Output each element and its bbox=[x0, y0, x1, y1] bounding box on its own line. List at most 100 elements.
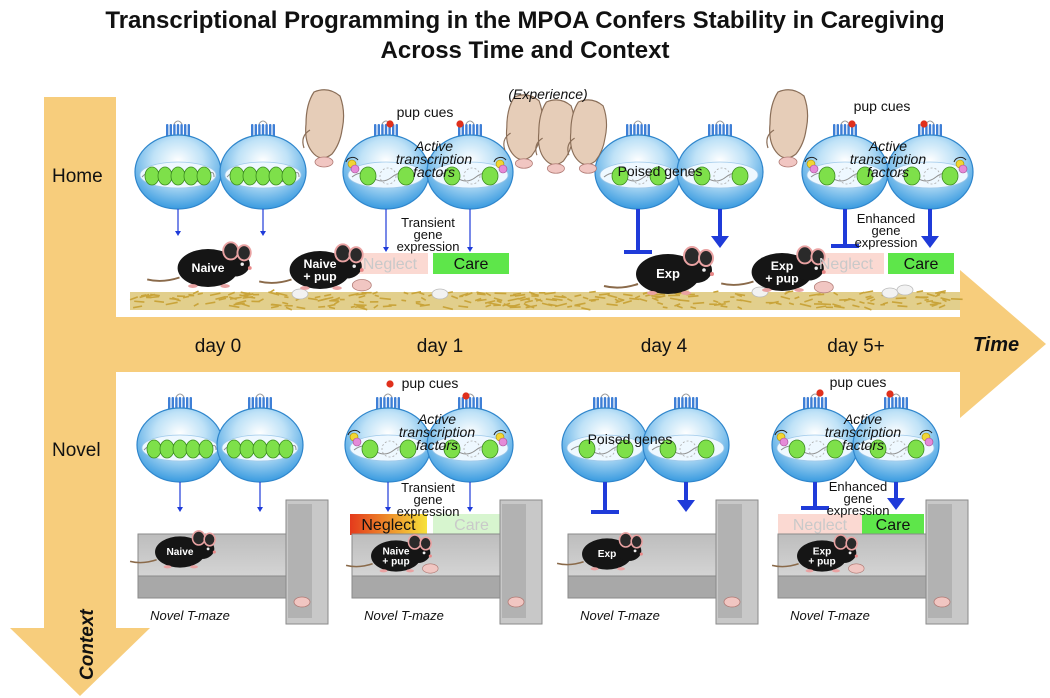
bedding-straw bbox=[588, 298, 600, 302]
neuron-cell bbox=[344, 393, 432, 483]
pup-cues-label: pup cues bbox=[854, 98, 911, 114]
active-tf-label: Active bbox=[417, 411, 456, 427]
bedding-straw bbox=[334, 300, 340, 305]
t-maze-label: Novel T-maze bbox=[580, 608, 660, 623]
bedding-straw bbox=[296, 306, 306, 310]
neuron-cell bbox=[219, 120, 307, 210]
bedding-straw bbox=[833, 291, 839, 296]
bedding-straw bbox=[607, 294, 618, 299]
bedding-straw bbox=[373, 304, 379, 309]
context-axis-label: Context bbox=[77, 609, 98, 680]
bedding-straw bbox=[688, 294, 699, 298]
transcription-factor-icon bbox=[804, 156, 819, 174]
pup-cue-icon bbox=[456, 120, 464, 128]
neuron-cell bbox=[134, 120, 222, 210]
bedding-straw bbox=[566, 298, 573, 302]
poised-genes-label: Poised genes bbox=[588, 431, 673, 447]
t-maze-label: Novel T-maze bbox=[364, 608, 444, 623]
bedding-straw bbox=[622, 299, 632, 305]
nesting-cotton bbox=[291, 288, 309, 300]
bedding-straw bbox=[282, 301, 289, 305]
activation-arrow bbox=[383, 209, 389, 252]
pup-icon bbox=[293, 596, 311, 608]
neuron-cell bbox=[801, 120, 889, 210]
day-label-1: day 1 bbox=[417, 336, 463, 357]
bedding-straw bbox=[567, 305, 573, 308]
transient-label: expression bbox=[397, 504, 460, 519]
transient-label: expression bbox=[397, 239, 460, 254]
bedding-straw bbox=[737, 306, 743, 310]
activation-arrow bbox=[921, 209, 939, 248]
chromatin-nucleosomes bbox=[435, 166, 499, 186]
activation-arrow bbox=[260, 209, 266, 236]
care-behavior-box bbox=[433, 253, 509, 274]
bedding-straw bbox=[775, 302, 782, 306]
mouse-with-pup-icon: Naive+ pup bbox=[345, 534, 439, 574]
active-tf-label: Active bbox=[414, 138, 453, 154]
time-axis-arrow bbox=[116, 270, 1046, 418]
enhanced-label: Enhanced bbox=[857, 211, 916, 226]
transient-label: gene bbox=[414, 227, 443, 242]
hand-presenting-pup-icon bbox=[302, 89, 345, 168]
mouse-label: Exp bbox=[656, 266, 680, 281]
bedding-straw bbox=[318, 305, 326, 308]
neuron-cell bbox=[594, 120, 682, 210]
day-label-5plus: day 5+ bbox=[827, 336, 885, 357]
mouse-label: Naive bbox=[304, 257, 337, 271]
bedding-straw bbox=[882, 301, 889, 305]
bedding-straw bbox=[192, 290, 199, 295]
context-axis-arrow bbox=[10, 97, 150, 696]
bedding-straw bbox=[358, 300, 365, 304]
bedding-straw bbox=[598, 292, 610, 296]
chromatin-nucleosomes bbox=[685, 166, 749, 186]
bedding-straw bbox=[350, 305, 356, 309]
bedding-straw bbox=[629, 297, 640, 301]
chromatin-nucleosomes bbox=[895, 166, 959, 186]
pup-icon bbox=[546, 163, 565, 174]
neuron-cell bbox=[676, 120, 764, 210]
bedding-straw bbox=[182, 295, 190, 299]
bedding-straw bbox=[502, 302, 511, 307]
pup-icon bbox=[723, 596, 741, 608]
bedding-straw bbox=[324, 293, 332, 297]
bedding-straw bbox=[513, 292, 522, 296]
bedding-straw bbox=[474, 297, 482, 302]
bedding-straw bbox=[525, 304, 535, 309]
bedding-straw bbox=[417, 291, 425, 296]
bedding-straw bbox=[544, 291, 556, 295]
bedding-straw bbox=[574, 294, 582, 298]
nesting-cotton bbox=[881, 287, 899, 299]
nesting-cotton bbox=[431, 288, 449, 300]
bedding-straw bbox=[327, 303, 336, 307]
bedding-straw bbox=[229, 296, 237, 301]
bedding-straw bbox=[690, 306, 697, 310]
chromatin-nucleosomes bbox=[570, 439, 634, 459]
bedding-straw bbox=[493, 297, 503, 302]
bedding-straw bbox=[229, 296, 242, 300]
pup-icon bbox=[507, 596, 525, 608]
bedding-straw bbox=[859, 300, 865, 305]
chromatin-nucleosomes bbox=[603, 166, 667, 186]
bedding-straw bbox=[931, 303, 938, 308]
bedding-straw bbox=[355, 292, 367, 296]
chromatin-nucleosomes bbox=[810, 166, 874, 186]
hand-presenting-pup-icon bbox=[567, 99, 608, 174]
bedding-straw bbox=[931, 301, 940, 304]
bedding-straw bbox=[713, 299, 719, 304]
title-line-1: Transcriptional Programming in the MPOA … bbox=[105, 7, 945, 34]
bedding-straw bbox=[514, 293, 526, 297]
poised-genes-label: Poised genes bbox=[618, 163, 703, 179]
bedding-straw bbox=[258, 298, 264, 303]
inhibition-bar bbox=[831, 209, 859, 248]
mouse-icon: Exp bbox=[603, 246, 714, 295]
bedding-straw bbox=[510, 303, 521, 308]
mouse-label: + pup bbox=[382, 557, 409, 568]
bedding-straw bbox=[442, 305, 454, 311]
chromatin-nucleosomes bbox=[226, 166, 300, 186]
bedding-straw bbox=[859, 291, 865, 295]
bedding-straw bbox=[615, 299, 624, 304]
bedding-straw bbox=[582, 296, 589, 300]
active-tf-label: factors bbox=[416, 437, 458, 453]
activation-arrow bbox=[257, 482, 263, 512]
bedding-straw bbox=[171, 296, 180, 302]
